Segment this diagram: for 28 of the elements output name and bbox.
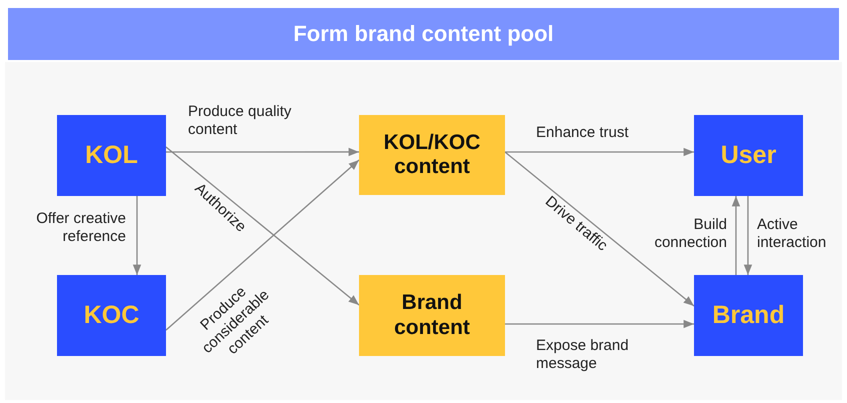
node-label: User (720, 141, 778, 170)
content-box (359, 115, 505, 195)
arrow (504, 152, 694, 307)
arrow (505, 148, 694, 156)
edge-label: Produce quality content (188, 103, 292, 139)
edge-label: Build connection (653, 216, 727, 252)
content-box (359, 275, 505, 356)
arrow (166, 148, 359, 156)
node-label: KOL/KOC content (382, 130, 482, 180)
title: Form brand content pool (293, 21, 554, 47)
actor-box (57, 115, 166, 196)
edge-label: Expose brand message (536, 337, 630, 373)
node-label: KOC (82, 301, 140, 330)
arrow (166, 146, 360, 306)
actor-box (694, 115, 803, 196)
arrow (166, 160, 360, 331)
arrow (132, 196, 142, 275)
actor-box (57, 275, 166, 356)
node-label: Brand content (393, 291, 471, 340)
actor-box (694, 275, 803, 356)
node-label: Brand (711, 301, 786, 330)
arrow (732, 196, 740, 275)
edge-label: Enhance trust (536, 124, 630, 142)
arrow (744, 196, 752, 275)
node-label: KOL (84, 141, 139, 170)
arrow (505, 320, 694, 328)
edge-label: Offer creative reference (35, 210, 126, 246)
edge-label: Active interaction (757, 216, 828, 252)
